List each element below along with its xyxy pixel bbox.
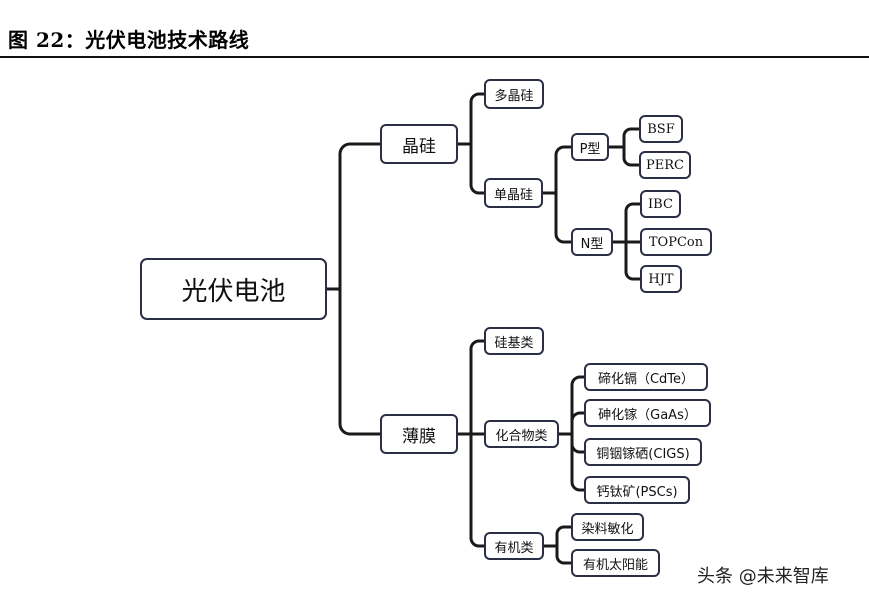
- root-node-solar-cell: 光伏电池: [140, 258, 327, 320]
- figure-title: 图 22：光伏电池技术路线: [8, 28, 250, 52]
- node-n-type: N型: [571, 228, 613, 256]
- node-ibc: IBC: [640, 190, 681, 218]
- node-compound: 化合物类: [484, 420, 559, 448]
- node-gaas: 砷化镓（GaAs）: [584, 399, 711, 427]
- node-organic-solar: 有机太阳能: [571, 549, 660, 577]
- node-monocrystalline-silicon: 单晶硅: [484, 178, 543, 208]
- node-perc: PERC: [639, 151, 691, 179]
- node-thin-film: 薄膜: [380, 414, 458, 454]
- node-cigs: 铜铟镓硒(CIGS): [584, 438, 702, 466]
- node-topcon: TOPCon: [640, 228, 712, 256]
- node-dye-sensitized: 染料敏化: [571, 513, 644, 541]
- watermark-text: 头条 @未来智库: [697, 566, 829, 587]
- node-polycrystalline-silicon: 多晶硅: [484, 79, 544, 109]
- node-pscs: 钙钛矿(PSCs): [584, 476, 690, 504]
- node-p-type: P型: [571, 133, 609, 161]
- node-organic: 有机类: [484, 532, 544, 560]
- node-cdte: 碲化镉（CdTe）: [584, 363, 708, 391]
- node-crystalline-silicon: 晶硅: [380, 124, 458, 164]
- node-hjt: HJT: [640, 265, 682, 293]
- title-underline: [0, 56, 869, 58]
- node-silicon-based: 硅基类: [484, 327, 544, 355]
- node-bsf: BSF: [639, 115, 683, 143]
